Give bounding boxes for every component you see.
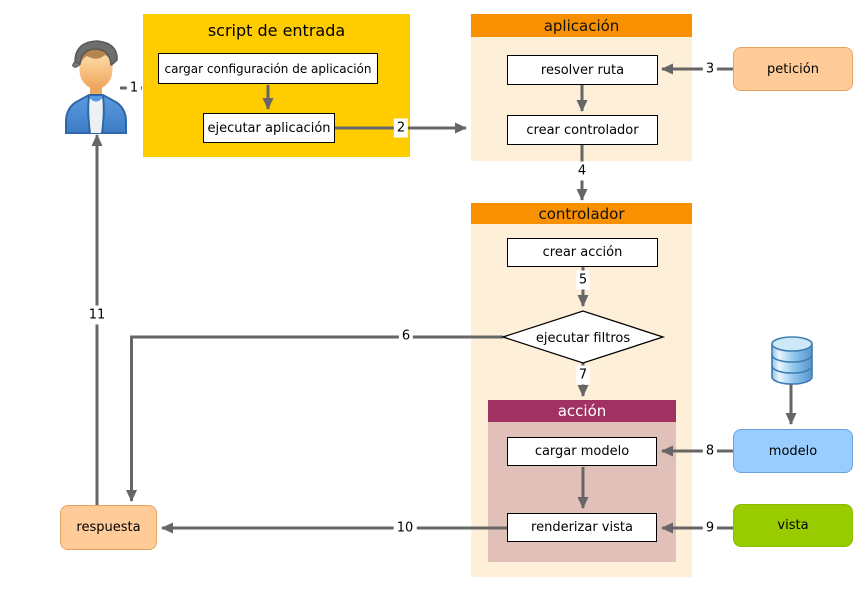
step-create-action: crear acción [507,238,658,267]
database-icon [769,334,815,386]
entry-script-title: script de entrada [207,20,346,40]
step-load-model: cargar modelo [507,437,657,466]
application-block: aplicación resolver ruta crear controlad… [471,14,692,161]
controller-block: controlador crear acción acción cargar m… [471,203,692,577]
view-node: vista [733,504,853,547]
user-icon [63,36,129,134]
user-icon-svg [65,40,127,134]
model-node: modelo [733,429,853,473]
request-node: petición [733,47,853,91]
action-block: acción cargar modelo renderizar vista [488,400,676,562]
response-node: respuesta [60,505,157,550]
database-icon-svg [771,336,813,385]
action-title: acción [488,400,676,422]
application-title: aplicación [471,14,692,37]
step-resolve-route: resolver ruta [507,55,658,85]
step-run-application: ejecutar aplicación [203,113,335,143]
step-render-view: renderizar vista [507,513,657,542]
controller-title: controlador [471,203,692,224]
step-create-controller: crear controlador [507,115,658,145]
entry-script-block: script de entrada cargar configuración d… [143,14,410,157]
step-load-app-config: cargar configuración de aplicación [158,53,378,84]
